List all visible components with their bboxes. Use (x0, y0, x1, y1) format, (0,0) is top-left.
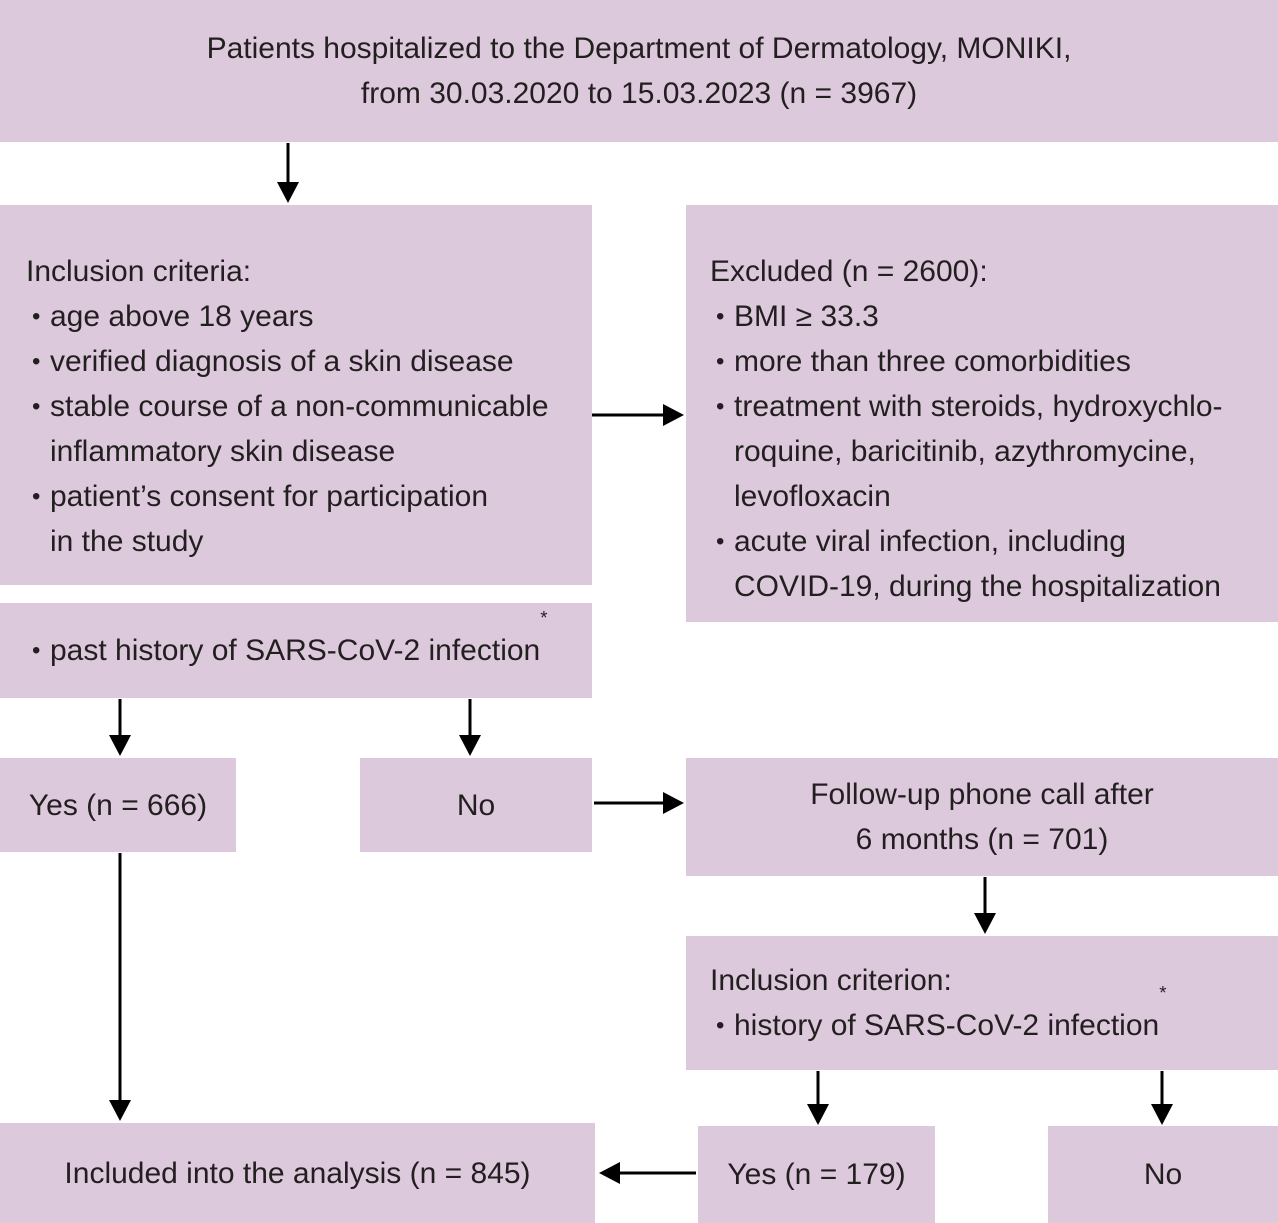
list-item: patient’s consent for participation in t… (26, 474, 584, 564)
inclusion-criterion-box: Inclusion criterion: history of SARS-CoV… (686, 936, 1278, 1070)
asterisk-superscript: * (540, 606, 548, 628)
inclusion-criterion-heading: Inclusion criterion: (710, 964, 952, 997)
excluded-box: Excluded (n = 2600): BMI ≥ 33.3 more tha… (686, 205, 1278, 622)
arrow-yes179-to-included (599, 1161, 696, 1185)
included-label: Included into the analysis (n = 845) (64, 1156, 531, 1190)
no-box-1: No (360, 758, 592, 852)
inclusion-bullet-diagnosis: verified diagnosis of a skin disease (50, 345, 514, 378)
arrow-inclusion-to-excluded (592, 403, 684, 427)
yes-666-box: Yes (n = 666) (0, 758, 236, 852)
asterisk-superscript: * (1159, 981, 1167, 1003)
arrow-strip-to-no1 (458, 699, 482, 756)
included-into-analysis-box: Included into the analysis (n = 845) (0, 1123, 595, 1223)
yes-179-box: Yes (n = 179) (698, 1126, 935, 1223)
excluded-bullet-comorbidities: more than three comorbidities (734, 345, 1131, 378)
excluded-bullet-acute-infection: acute viral infection, including COVID-1… (734, 525, 1221, 603)
yes-179-label: Yes (n = 179) (727, 1158, 906, 1191)
list-item: more than three comorbidities (710, 339, 1274, 384)
arrow-followup-to-criterion (973, 877, 997, 934)
list-item: treatment with steroids, hydroxychlo- ro… (710, 384, 1274, 519)
arrow-title-to-inclusion (276, 143, 300, 203)
inclusion-bullet-age: age above 18 years (50, 300, 314, 333)
no-2-label: No (1143, 1158, 1183, 1191)
list-item: past history of SARS-CoV-2 infection * (26, 608, 547, 673)
arrow-yes666-to-included (108, 853, 132, 1121)
yes-666-label: Yes (n = 666) (28, 788, 208, 822)
past-history-text: past history of SARS-CoV-2 infection (50, 634, 541, 667)
inclusion-bullet-stable-course: stable course of a non-communicable infl… (50, 390, 549, 468)
list-item: verified diagnosis of a skin disease (26, 339, 584, 384)
no-box-2: No (1048, 1126, 1278, 1223)
followup-box: Follow-up phone call after 6 months (n =… (686, 758, 1278, 876)
list-item: BMI ≥ 33.3 (710, 294, 1274, 339)
criterion-bullet-history: history of SARS-CoV-2 infection (734, 1009, 1160, 1042)
arrow-strip-to-yes666 (108, 699, 132, 756)
list-item: stable course of a non-communicable infl… (26, 384, 584, 474)
inclusion-criteria-heading: Inclusion criteria: (26, 255, 252, 288)
arrow-no1-to-followup (594, 791, 684, 815)
list-item: age above 18 years (26, 294, 584, 339)
list-item: history of SARS-CoV-2 infection * (710, 983, 1274, 1048)
past-history-box: past history of SARS-CoV-2 infection * (0, 603, 592, 698)
excluded-heading: Excluded (n = 2600): (710, 255, 988, 288)
followup-text: Follow-up phone call after 6 months (n =… (810, 778, 1154, 856)
inclusion-criteria-box: Inclusion criteria: age above 18 years v… (0, 205, 592, 585)
excluded-bullet-bmi: BMI ≥ 33.3 (734, 300, 879, 333)
arrow-criterion-to-no2 (1150, 1071, 1174, 1125)
no-1-label: No (456, 788, 496, 822)
excluded-bullet-treatment: treatment with steroids, hydroxychlo- ro… (734, 390, 1223, 513)
list-item: acute viral infection, including COVID-1… (710, 519, 1274, 609)
arrow-criterion-to-yes179 (806, 1071, 830, 1125)
title-text: Patients hospitalized to the Department … (206, 32, 1072, 110)
inclusion-bullet-consent: patient’s consent for participation in t… (50, 480, 489, 558)
title-box: Patients hospitalized to the Department … (0, 0, 1278, 142)
